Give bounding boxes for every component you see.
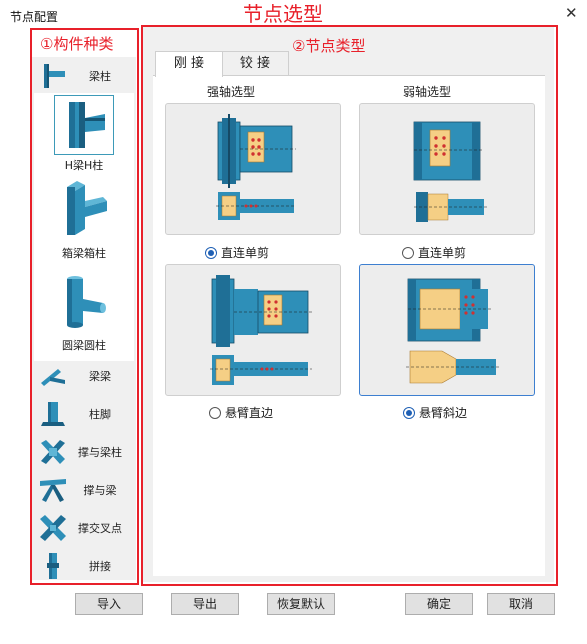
sidebar-item-brace-cross[interactable]: 撑交叉点 [32,509,136,547]
annotation-box-node-type [141,25,558,586]
tab-hinged[interactable]: 铰 接 [221,51,289,76]
splice-icon [47,553,59,579]
sidebar-item-beam-column[interactable]: 梁柱 [32,57,136,95]
strong-axis-title: 强轴选型 [206,85,255,99]
radio-weak-direct-shear[interactable]: 直连单剪 [402,244,466,261]
sidebar-item-splice[interactable]: 拼接 [32,547,136,585]
radio-label: 直连单剪 [221,246,270,260]
sidebar-item-label: 梁柱 [89,70,111,83]
annotation-component-type: ①构件种类 [40,35,114,53]
option-card-cantilever-straight[interactable] [165,264,341,396]
annotation-box-component-type [30,28,139,585]
sub-item-box-beam-box-column[interactable]: 箱梁箱柱 [34,177,134,265]
sub-item-label: H梁H柱 [64,159,104,172]
radio-selected-icon [403,407,415,419]
restore-defaults-button[interactable]: 恢复默认 [267,593,335,615]
radio-unselected-icon [402,247,414,259]
cantilever-sloped-diagram [406,278,500,384]
beam-column-icon [44,64,65,88]
column-base-icon [41,402,65,426]
sidebar-item-label: 撑与梁 [83,484,117,497]
window-title: 节点配置 [10,10,59,24]
weak-axis-title: 弱轴选型 [402,85,451,99]
option-card-weak-direct-shear[interactable] [359,103,535,235]
sub-item-label: 箱梁箱柱 [62,247,106,260]
strong-direct-shear-diagram [216,114,296,220]
radio-label: 悬臂斜边 [419,406,468,420]
brace-beam-icon [40,479,66,502]
sidebar-item-label: 柱脚 [89,408,111,421]
tab-rigid[interactable]: 刚 接 [155,51,223,77]
sidebar-item-label: 撑交叉点 [78,522,122,535]
sub-type-panel: H梁H柱 箱梁箱柱 圆梁圆柱 [34,93,134,361]
cantilever-straight-diagram [210,275,312,385]
radio-strong-direct-shear[interactable]: 直连单剪 [205,244,269,261]
import-button[interactable]: 导入 [75,593,143,615]
sidebar-item-brace-beam[interactable]: 撑与梁 [32,471,136,509]
annotation-node-selection: 节点选型 [243,2,323,26]
box-beam-box-column-icon [67,181,107,235]
h-beam-h-column-icon [69,102,105,148]
export-button[interactable]: 导出 [171,593,239,615]
ok-button[interactable]: 确定 [405,593,473,615]
sidebar-item-column-base[interactable]: 柱脚 [32,395,136,433]
radio-unselected-icon [209,407,221,419]
weak-direct-shear-diagram [413,121,488,222]
radio-cantilever-sloped[interactable]: 悬臂斜边 [403,404,467,421]
radio-label: 悬臂直边 [225,406,274,420]
sub-item-round-beam-round-column[interactable]: 圆梁圆柱 [34,265,134,357]
node-type-panel: 刚 接 铰 接 强轴选型 弱轴选型 [143,27,554,582]
option-card-cantilever-sloped[interactable] [359,264,535,396]
brace-cross-icon [40,515,66,541]
option-card-strong-direct-shear[interactable] [165,103,341,235]
brace-beam-column-icon [41,440,65,464]
radio-cantilever-straight[interactable]: 悬臂直边 [209,404,273,421]
round-beam-round-column-icon [67,276,106,328]
rigid-tab-page: 强轴选型 弱轴选型 [153,75,545,576]
beam-beam-icon [41,369,65,386]
close-icon[interactable]: ✕ [565,4,578,22]
sub-item-label: 圆梁圆柱 [62,339,106,352]
cancel-button[interactable]: 取消 [487,593,555,615]
radio-label: 直连单剪 [418,246,467,260]
sidebar-item-brace-beam-column[interactable]: 撑与梁柱 [32,433,136,471]
sidebar-item-beam-beam[interactable]: 梁梁 [32,357,136,395]
sidebar-item-label: 梁梁 [89,370,111,383]
sidebar-item-label: 撑与梁柱 [78,446,122,459]
sidebar-item-label: 拼接 [89,560,111,573]
radio-selected-icon [205,247,217,259]
annotation-node-type: ②节点类型 [292,37,366,55]
sub-item-h-beam-h-column[interactable]: H梁H柱 [34,93,134,173]
component-type-sidebar: 梁柱 H梁H柱 箱梁箱柱 圆梁圆柱 [32,57,136,580]
